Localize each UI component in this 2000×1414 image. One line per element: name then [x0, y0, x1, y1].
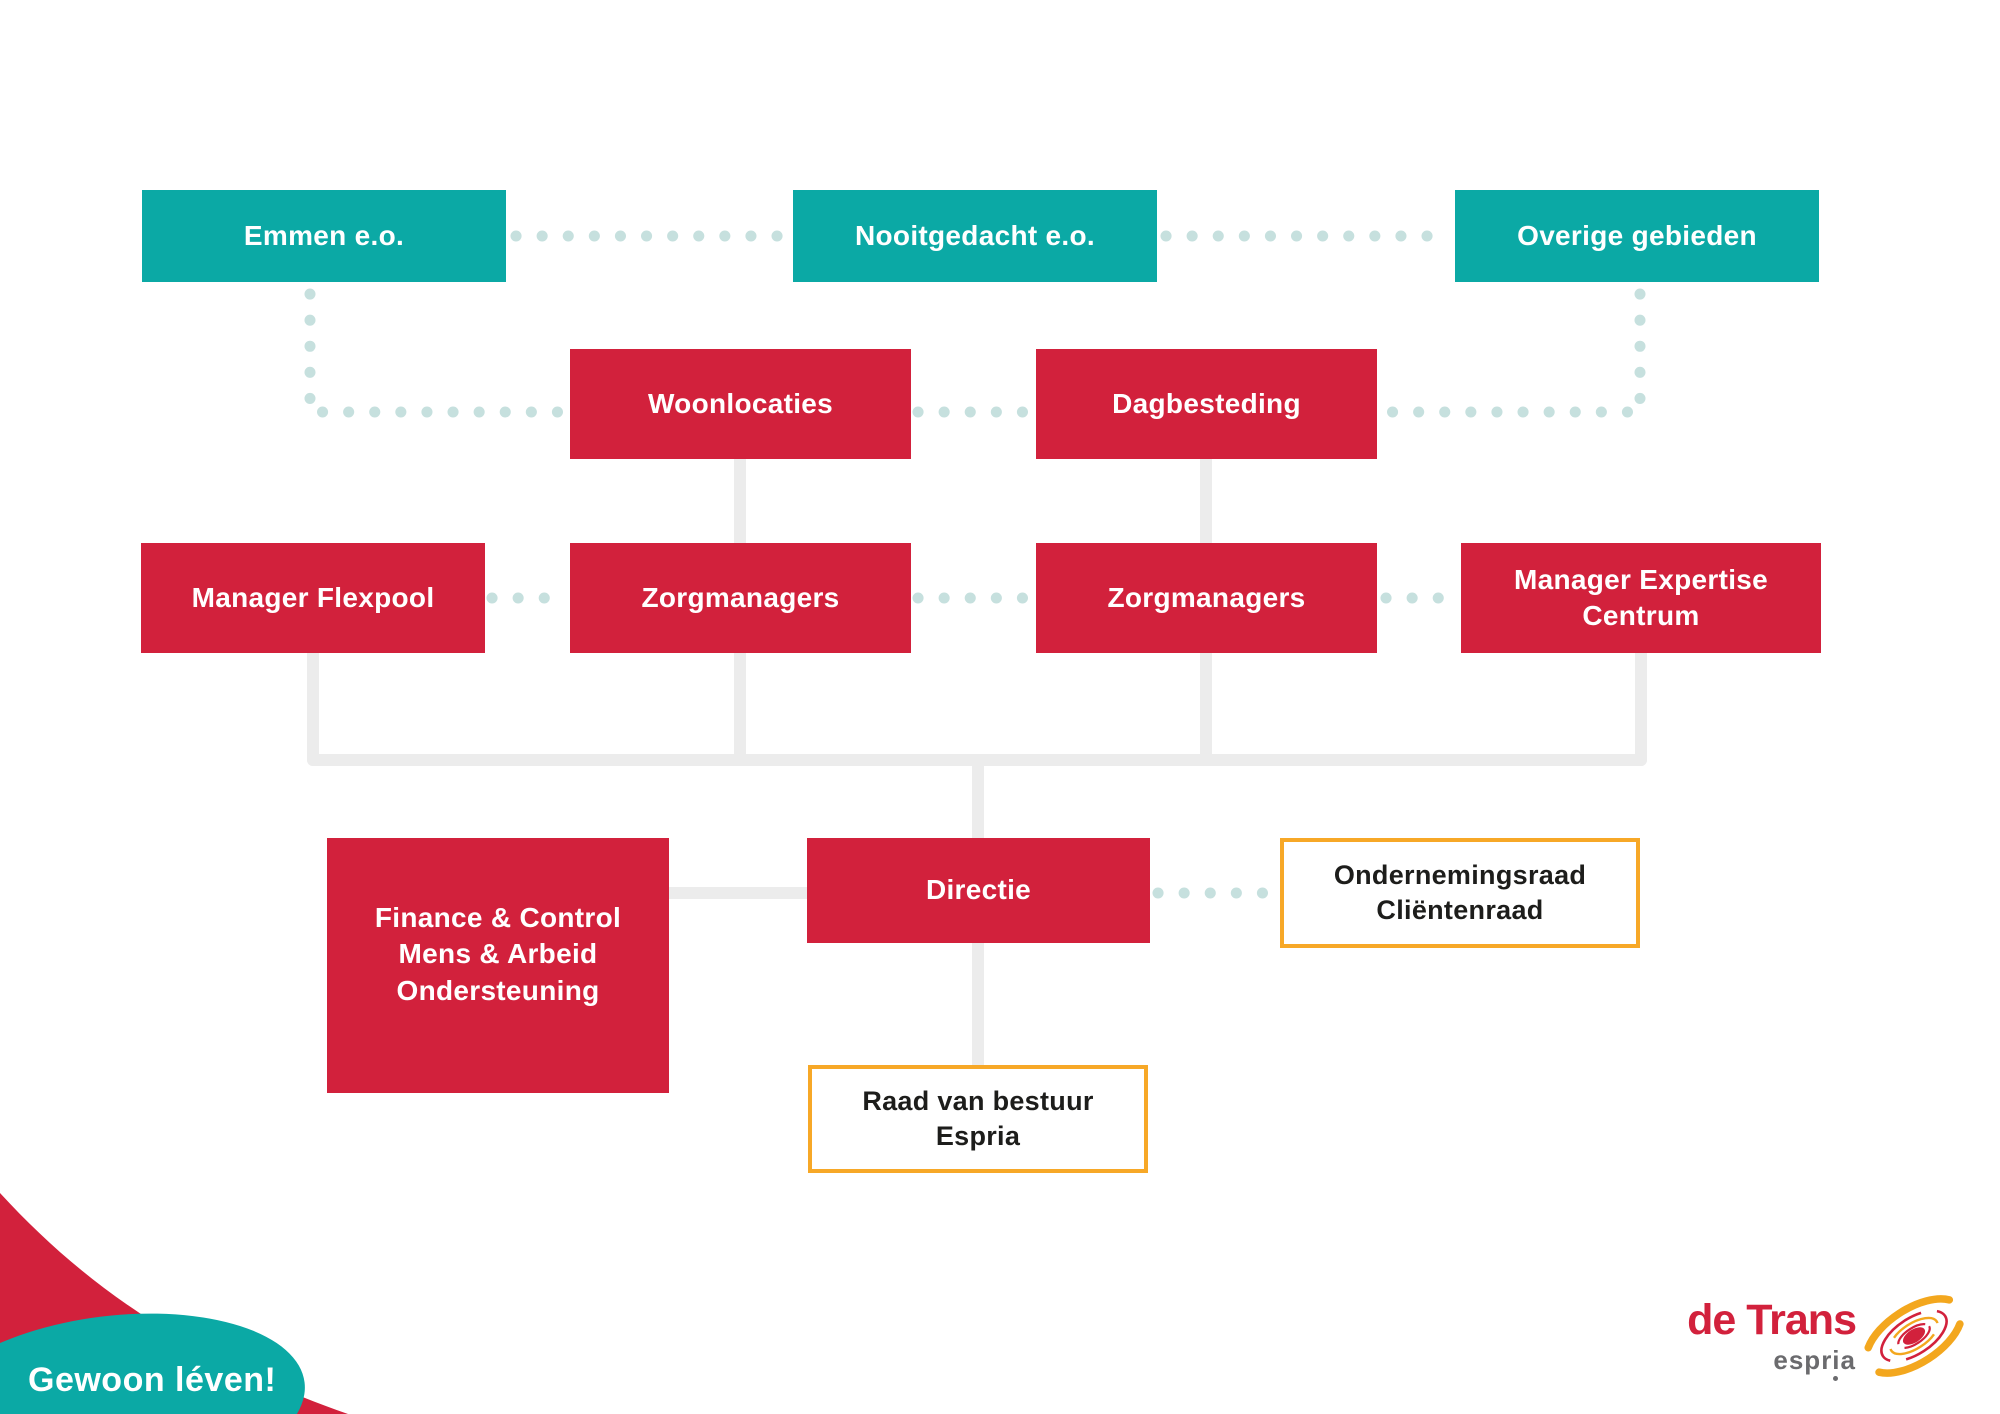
solid-connectors: [307, 449, 1647, 1076]
node-label: Overige gebieden: [1517, 219, 1757, 251]
node-zorgmanagers-2: Zorgmanagers: [1036, 543, 1377, 653]
node-nooitgedacht: Nooitgedacht e.o.: [793, 190, 1157, 282]
node-emmen: Emmen e.o.: [142, 190, 506, 282]
logo-parent-text: espria: [1773, 1345, 1856, 1375]
node-label: Manager Expertise Centrum: [1513, 563, 1769, 631]
logo-brand-text: de Trans: [1687, 1296, 1857, 1344]
node-dagbesteding: Dagbesteding: [1036, 349, 1377, 459]
node-directie: Directie: [807, 838, 1150, 943]
node-label: Zorgmanagers: [1107, 581, 1306, 613]
node-label-line: Raad van bestuur: [862, 1085, 1094, 1116]
node-label: Woonlocaties: [647, 387, 834, 419]
node-staff-services: Finance & Control Mens & Arbeid Onderste…: [327, 838, 669, 1093]
node-label: Nooitgedacht e.o.: [855, 219, 1095, 251]
node-label: Dagbesteding: [1112, 387, 1301, 419]
node-label-line: Espria: [935, 1121, 1021, 1151]
node-overige-gebieden: Overige gebieden: [1455, 190, 1819, 282]
corner-art: [0, 1193, 348, 1414]
node-manager-expertise-centrum: Manager Expertise Centrum: [1461, 543, 1821, 653]
node-label: Manager Flexpool: [191, 581, 435, 613]
tagline: Gewoon léven!: [28, 1361, 277, 1399]
node-label-line: Ondernemingsraad: [1333, 859, 1587, 890]
galaxy-swirl-icon: [1862, 1295, 1966, 1377]
node-woonlocaties: Woonlocaties: [570, 349, 911, 459]
espria-i-underdot: [1833, 1376, 1838, 1381]
node-label: Emmen e.o.: [243, 219, 405, 251]
de-trans-logo: de Trans espria: [1686, 1296, 1857, 1381]
node-label-line: Ondersteuning: [396, 974, 600, 1006]
node-zorgmanagers-1: Zorgmanagers: [570, 543, 911, 653]
node-label-line: Cliëntenraad: [1376, 895, 1544, 925]
node-board: Raad van bestuur Espria: [808, 1065, 1148, 1173]
dotted-connectors: [304, 230, 1646, 899]
node-label: Zorgmanagers: [641, 581, 840, 613]
node-label: Directie: [925, 874, 1032, 906]
node-councils: Ondernemingsraad Cliëntenraad: [1280, 838, 1640, 948]
node-label-line: Finance & Control: [374, 902, 622, 933]
corner-teal-blob: [0, 1313, 305, 1414]
node-manager-flexpool: Manager Flexpool: [141, 543, 485, 653]
node-label-line: Mens & Arbeid: [398, 938, 598, 970]
